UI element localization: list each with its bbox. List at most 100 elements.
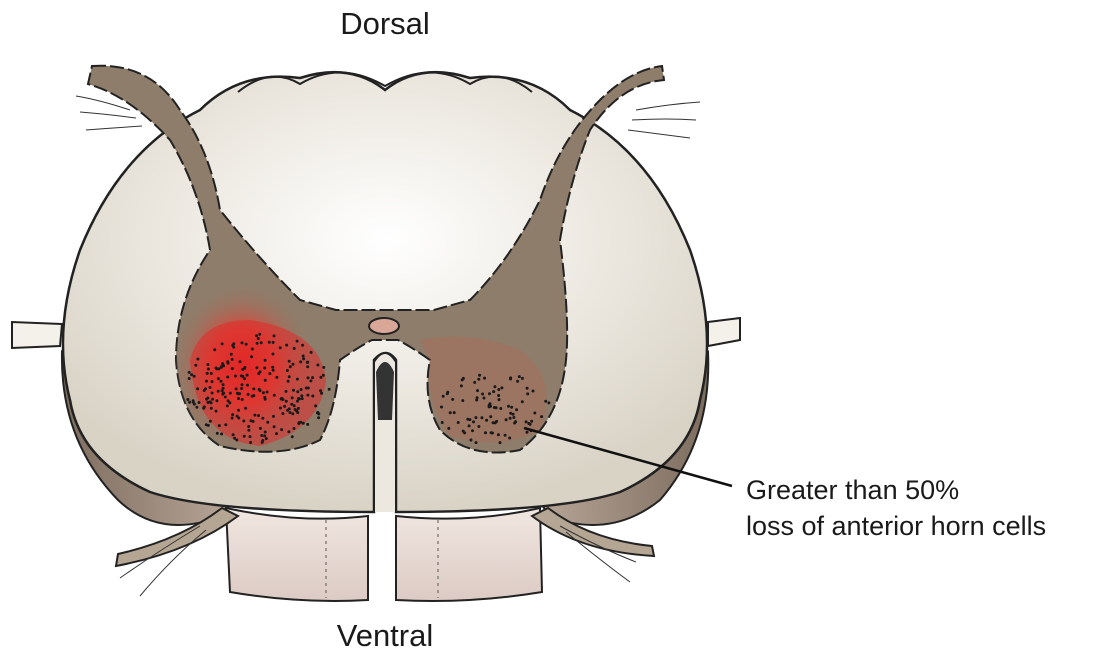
horn-cell-dot [193,403,196,406]
horn-cell-dot [514,420,517,423]
horn-cell-dot [547,401,550,404]
horn-cell-dot [306,365,309,368]
horn-cell-dot [509,417,512,420]
central-canal [369,318,399,334]
horn-cell-dot [525,420,528,423]
horn-cell-dot [529,423,532,426]
horn-cell-dot [266,391,269,394]
horn-cell-dot [286,369,289,372]
horn-cell-dot [210,407,213,410]
horn-cell-dot [211,380,214,383]
horn-cell-dot [234,375,237,378]
horn-cell-dot [190,373,193,376]
horn-cell-dot [207,424,210,427]
horn-cell-dot [500,386,503,389]
horn-cell-dot [236,415,239,418]
horn-cell-dot [268,372,271,375]
horn-cell-dot [245,343,248,346]
horn-cell-dot [232,433,235,436]
horn-cell-dot [483,377,486,380]
horn-cell-dot [221,362,224,365]
horn-cell-dot [293,404,296,407]
horn-cell-dot [320,392,323,395]
horn-cell-dot [226,404,229,407]
horn-cell-dot [194,364,197,367]
horn-cell-dot [446,392,449,395]
horn-cell-dot [518,375,521,378]
horn-cell-dot [516,380,519,383]
horn-cell-dot [235,439,238,442]
horn-cell-dot [243,435,246,438]
horn-cell-dot [188,377,191,380]
horn-cell-dot [272,415,275,418]
horn-cell-dot [442,395,445,398]
horn-cell-dot [289,411,292,414]
horn-cell-dot [296,378,299,381]
horn-cell-dot [271,366,274,369]
horn-cell-dot [307,376,310,379]
horn-cell-dot [485,419,488,422]
horn-cell-dot [220,380,223,383]
horn-cell-dot [508,437,511,440]
left-lateral-nerve [12,322,62,348]
horn-cell-dot [227,399,230,402]
horn-cell-dot [509,412,512,415]
horn-cell-dot [260,341,263,344]
horn-cell-dot [202,407,205,410]
horn-cell-dot [256,342,259,345]
horn-cell-dot [462,430,465,433]
horn-cell-dot [466,418,469,421]
horn-cell-dot [209,420,212,423]
horn-cell-dot [240,387,243,390]
horn-cell-dot [262,391,265,394]
horn-cell-dot [263,434,266,437]
horn-cell-dot [289,365,292,368]
horn-cell-dot [457,421,460,424]
horn-cell-dot [283,405,286,408]
horn-cell-dot [255,334,258,337]
horn-cell-dot [206,397,209,400]
horn-cell-dot [478,374,481,377]
horn-cell-dot [252,387,255,390]
horn-cell-dot [288,360,291,363]
horn-cell-dot [526,392,529,395]
horn-cell-dot [243,366,246,369]
horn-cell-dot [211,398,214,401]
horn-cell-dot [229,392,232,395]
horn-cell-dot [196,387,199,390]
horn-cell-dot [301,397,304,400]
horn-cell-dot [310,351,313,354]
horn-cell-dot [296,390,299,393]
ventral-label: Ventral [0,618,770,654]
horn-cell-dot [211,392,214,395]
horn-cell-dot [461,378,464,381]
horn-cell-dot [461,399,464,402]
horn-cell-dot [231,344,234,347]
horn-cell-dot [441,421,444,424]
horn-cell-dot [237,392,240,395]
fissure-shading [376,362,394,420]
horn-cell-dot [241,341,244,344]
horn-cell-dot [275,376,278,379]
horn-cell-dot [265,437,268,440]
horn-cell-dot [322,374,325,377]
horn-cell-dot [250,355,253,358]
horn-cell-dot [272,341,275,344]
horn-cell-dot [258,333,261,336]
horn-cell-dot [293,427,296,430]
horn-cell-dot [196,358,199,361]
horn-cell-dot [297,397,300,400]
horn-cell-dot [241,383,244,386]
horn-cell-dot [221,389,224,392]
horn-cell-dot [472,420,475,423]
horn-cell-dot [213,348,216,351]
horn-cell-dot [226,376,229,379]
horn-cell-dot [244,407,247,410]
horn-cell-dot [497,388,500,391]
horn-cell-dot [293,347,296,350]
horn-cell-dot [207,368,210,371]
right-lateral-nerve [708,318,740,346]
horn-cell-dot [471,429,474,432]
horn-cell-dot [468,424,471,427]
